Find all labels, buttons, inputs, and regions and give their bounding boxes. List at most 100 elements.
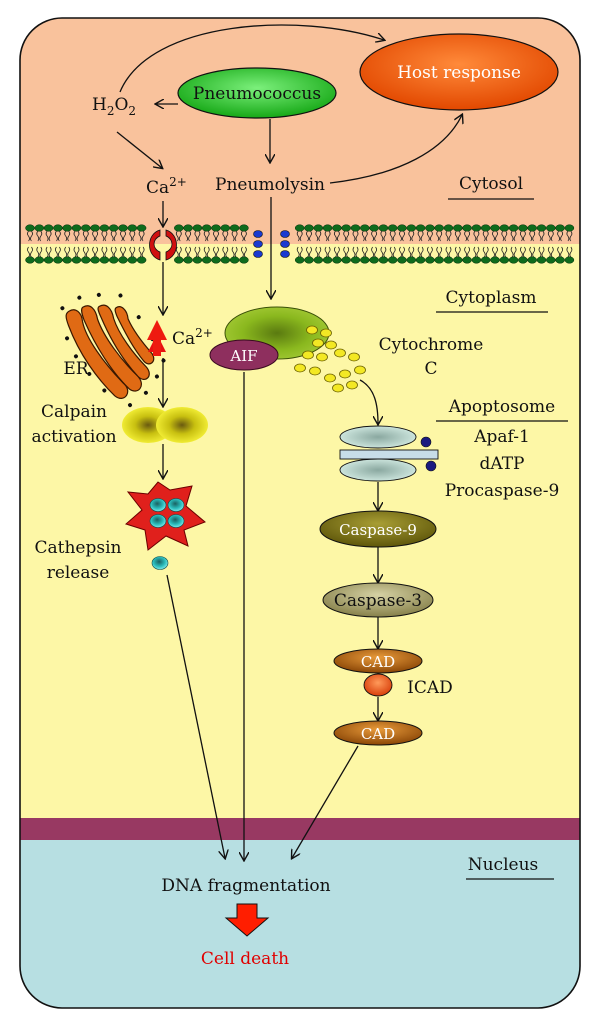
lipid-molecule xyxy=(174,224,184,264)
lipid-molecule xyxy=(34,224,45,264)
calpain-label-line2: activation xyxy=(31,427,116,447)
arrow-cathepsin-to-dna xyxy=(166,574,225,858)
lipid-molecule xyxy=(192,224,203,264)
calcium-label-top: Ca2+ xyxy=(146,175,187,198)
lipid-molecule xyxy=(220,224,231,264)
cad-top-label: CAD xyxy=(361,653,395,671)
host-response-label: Host response xyxy=(397,63,521,83)
aif-node xyxy=(209,339,279,371)
lipid-molecule xyxy=(378,224,389,264)
apaf1-label: Apaf-1 xyxy=(473,427,530,447)
cytochrome-c-dot xyxy=(324,373,336,383)
cytochrome-c-dot xyxy=(346,380,358,390)
plasma-membrane xyxy=(25,224,575,264)
calcium-rise-arrow-shape xyxy=(147,320,167,356)
apoptosome-label: Apoptosome xyxy=(448,397,555,417)
lipid-molecule xyxy=(350,224,361,264)
calpain-label-line1: Calpain xyxy=(41,402,107,422)
nuclear-envelope xyxy=(20,818,580,840)
lipid-molecule xyxy=(90,224,100,264)
cathepsin-label-line2: release xyxy=(47,563,110,583)
lipid-molecule xyxy=(127,224,138,264)
aif-label: AIF xyxy=(229,347,257,365)
lipid-molecule xyxy=(239,224,249,264)
cytochrome-c-dot xyxy=(294,363,306,373)
cytochrome-c-label: C xyxy=(424,359,437,379)
calpain-enzyme xyxy=(122,407,208,443)
lipid-molecule xyxy=(443,224,454,264)
cytoplasm-label: Cytoplasm xyxy=(446,288,537,308)
lipid-molecule xyxy=(229,224,240,264)
h2o2-label: H2O2 xyxy=(92,95,136,118)
lipid-molecule xyxy=(527,224,537,264)
lipid-molecule xyxy=(294,224,305,264)
cytochrome-c-dot xyxy=(306,325,318,335)
cell-death-arrow xyxy=(224,903,270,937)
cytochrome-c-dot xyxy=(334,348,346,358)
nucleus-label: Nucleus xyxy=(468,855,539,875)
cathepsin-label-line1: Cathepsin xyxy=(35,538,122,558)
lipid-molecule xyxy=(434,224,444,264)
lipid-molecule xyxy=(62,224,72,264)
arrow-cytochrome-to-apoptosome xyxy=(359,379,378,424)
arrow-h2o2-to-calcium xyxy=(116,131,162,168)
cytochrome-c-dot xyxy=(332,383,344,393)
nucleus-region xyxy=(20,840,580,1008)
procaspase9-label: Procaspase-9 xyxy=(445,481,560,501)
lipid-molecule xyxy=(387,224,398,264)
lipid-molecule xyxy=(462,224,472,264)
cytochrome-c-dot xyxy=(312,338,324,348)
lipid-molecule xyxy=(108,224,119,264)
lipid-molecule xyxy=(313,224,324,264)
calcium-increase-arrow xyxy=(148,334,166,352)
cytochrome-c-dot xyxy=(354,365,366,375)
host-response-node xyxy=(359,33,559,111)
released-cathepsin xyxy=(151,556,169,570)
datp-label: dATP xyxy=(479,454,524,474)
cathepsin-granules xyxy=(149,498,185,528)
cytochrome-c-dot xyxy=(316,352,328,362)
cell-outline xyxy=(19,17,581,1009)
lipid-molecule xyxy=(322,224,333,264)
calcium-channel xyxy=(149,229,177,261)
caspase3-label: Caspase-3 xyxy=(334,591,422,611)
lysosome xyxy=(125,481,206,551)
lipid-molecule xyxy=(211,224,221,264)
lipid-molecule xyxy=(546,224,556,264)
lipid-molecule xyxy=(480,224,491,264)
lipid-molecule xyxy=(415,224,426,264)
cad-top-node xyxy=(333,648,423,674)
lipid-molecule xyxy=(99,224,110,264)
cytosol-label: Cytosol xyxy=(459,174,523,194)
pneumococcus-cell xyxy=(177,67,337,119)
cytochrome-c-dot xyxy=(309,366,321,376)
lipid-molecule xyxy=(136,224,147,264)
endoplasmic-reticulum xyxy=(60,292,166,408)
lipid-molecule xyxy=(453,224,463,264)
er-label: ER xyxy=(63,359,89,379)
cytochrome-label: Cytochrome xyxy=(379,335,484,355)
lipid-molecule xyxy=(53,224,63,264)
pneumolysin-label: Pneumolysin xyxy=(215,175,325,195)
cytochrome-c-dot xyxy=(339,369,351,379)
lipid-molecule xyxy=(43,224,54,264)
cad-bottom-node xyxy=(333,720,423,746)
lipid-molecule xyxy=(518,224,528,264)
lipid-molecule xyxy=(397,224,407,264)
arrow-h2o2-to-host xyxy=(119,24,384,93)
lipid-molecule xyxy=(425,224,435,264)
icad-label: ICAD xyxy=(407,678,453,698)
cytochrome-c-dot xyxy=(325,340,337,350)
lipid-molecule xyxy=(183,224,193,264)
lipid-molecule xyxy=(81,224,91,264)
lipid-molecule xyxy=(499,224,510,264)
apoptosome-complex xyxy=(339,425,439,482)
arrow-pneumolysin-to-host xyxy=(329,115,462,184)
lipid-molecule xyxy=(555,224,565,264)
lipid-molecule xyxy=(201,224,212,264)
lipid-molecule xyxy=(490,224,500,264)
caspase9-label: Caspase-9 xyxy=(339,521,417,539)
lipid-molecule xyxy=(304,224,314,264)
calcium-label-mid: Ca2+ xyxy=(172,326,213,349)
